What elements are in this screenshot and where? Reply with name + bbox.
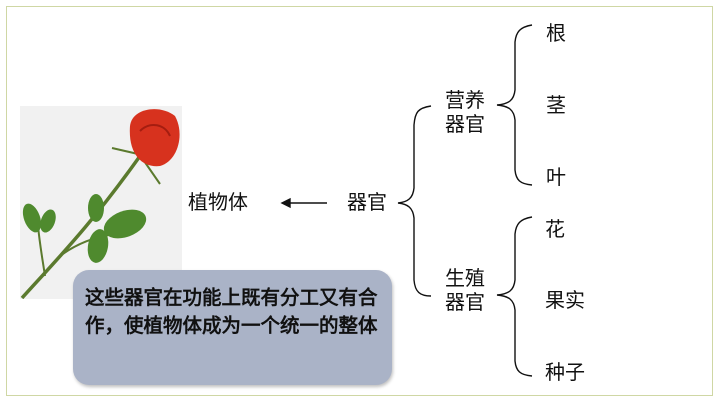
brace-reproductive	[496, 216, 533, 377]
brace-vegetative	[496, 24, 533, 186]
callout-box: 这些器官在功能上既有分工又有合作，使植物体成为一个统一的整体	[73, 270, 392, 385]
item-leaf: 叶	[546, 167, 566, 189]
item-flower: 花	[545, 219, 565, 241]
rose-image	[20, 106, 182, 300]
item-stem: 茎	[546, 95, 566, 117]
label-vegetative-organs: 营养器官	[445, 90, 485, 136]
label-whole-plant: 植物体	[188, 192, 248, 214]
label-organs: 器官	[347, 192, 387, 214]
label-reproductive-organs: 生殖器官	[445, 268, 485, 314]
callout-text: 这些器官在功能上既有分工又有合作，使植物体成为一个统一的整体	[85, 287, 378, 337]
brace-organs	[397, 105, 432, 297]
arrow-head	[280, 197, 291, 209]
slide-frame	[6, 6, 713, 396]
item-seed: 种子	[545, 362, 585, 384]
item-fruit: 果实	[545, 290, 585, 312]
item-root: 根	[546, 23, 566, 45]
